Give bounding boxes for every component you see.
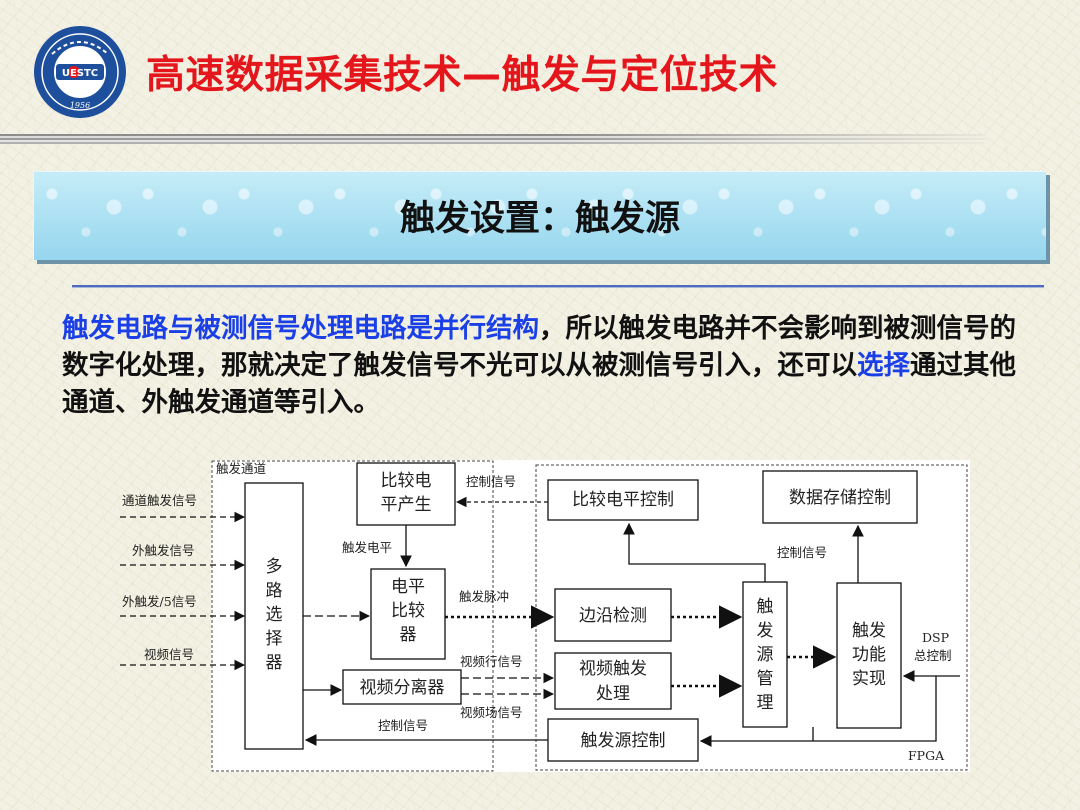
level-comparator-label: 器 [400,625,417,645]
input-label-external: 外触发信号 [132,543,195,558]
title-divider [0,134,985,144]
mux-label: 择 [266,629,283,649]
edge-detection-box [554,588,672,642]
mux-label: 多 [266,557,283,577]
mux-label: 路 [266,581,283,601]
trigger-pulse-label: 触发脉冲 [459,589,509,604]
input-label-channel: 通道触发信号 [122,493,197,508]
video-separator-label: 视频分离器 [360,678,445,698]
trigger-function-box [836,582,902,729]
input-label-external-div5: 外触发/5信号 [122,594,197,609]
compare-level-control-label: 比较电平控制 [572,490,674,510]
trigger-level-label: 触发电平 [342,540,392,555]
body-segment: ，所以触发电路并不会影响到被测信号的数字化处理，那就决定了触发信号不光可以从被测… [62,313,1016,381]
trigger-source-management-label: 理 [757,693,774,713]
trigger-source-management-label: 触 [757,597,774,617]
body-segment-highlight: 选择 [857,350,910,381]
video-line-signal-label: 视频行信号 [460,654,523,669]
trigger-source-control-box [547,718,699,762]
compare-level-generator-label: 平产生 [381,495,432,515]
edge-detection-label: 边沿检测 [579,606,647,626]
input-label-video: 视频信号 [144,647,194,662]
trigger-channel-label: 触发通道 [216,461,267,476]
level-comparator-label: 比较 [391,601,425,621]
dsp-label: DSP [922,630,949,645]
data-storage-control-label: 数据存储控制 [789,488,891,508]
data-storage-control-box [762,470,918,524]
fpga-label: FPGA [908,748,945,763]
trigger-function-label: 实现 [852,669,886,689]
mux-label: 选 [266,605,283,625]
video-trigger-processing-label: 视频触发 [579,659,647,679]
trigger-source-control-label: 触发源控制 [581,731,666,751]
control-signal-mid-label: 控制信号 [777,545,827,560]
fpga-group [535,464,968,771]
video-trigger-processing-box [554,652,672,710]
video-trigger-processing-label: 处理 [596,684,630,704]
level-comparator-box [370,568,446,660]
trigger-source-management-box [742,581,788,728]
control-signal-top-label: 控制信号 [466,474,516,489]
logo-text: UESTC [62,68,98,79]
trigger-function-label: 触发 [852,621,886,641]
trigger-function-label: 功能 [852,645,886,665]
body-segment: 通过其他通道、外触发通道等引入。 [62,350,1016,418]
body-paragraph: 触发电路与被测信号处理电路是并行结构，所以触发电路并不会影响到被测信号的数字化处… [62,310,1037,421]
uestc-emblem-icon: UESTC 1956 [34,26,126,118]
section-divider [72,285,1044,288]
compare-level-generator-box [356,462,456,526]
section-banner: 触发设置：触发源 [33,171,1046,260]
trigger-source-management-label: 管 [757,669,774,689]
video-separator-box [342,669,462,705]
trigger-source-management-label: 源 [757,645,774,665]
control-signal-bottom-label: 控制信号 [378,718,428,733]
logo-year: 1956 [70,101,90,110]
level-comparator-label: 电平 [391,577,425,597]
section-title: 触发设置：触发源 [399,199,680,239]
page-title: 高速数据采集技术—触发与定位技术 [146,53,779,98]
compare-level-control-box [547,479,699,521]
mux-box [244,482,304,750]
body-segment-highlight: 触发电路与被测信号处理电路是并行结构 [62,313,539,344]
video-field-signal-label: 视频场信号 [460,705,523,720]
compare-level-generator-label: 比较电 [381,471,432,491]
trigger-source-management-label: 发 [757,621,774,641]
mux-label: 器 [266,653,283,673]
dsp-control-label: 总控制 [914,648,952,663]
